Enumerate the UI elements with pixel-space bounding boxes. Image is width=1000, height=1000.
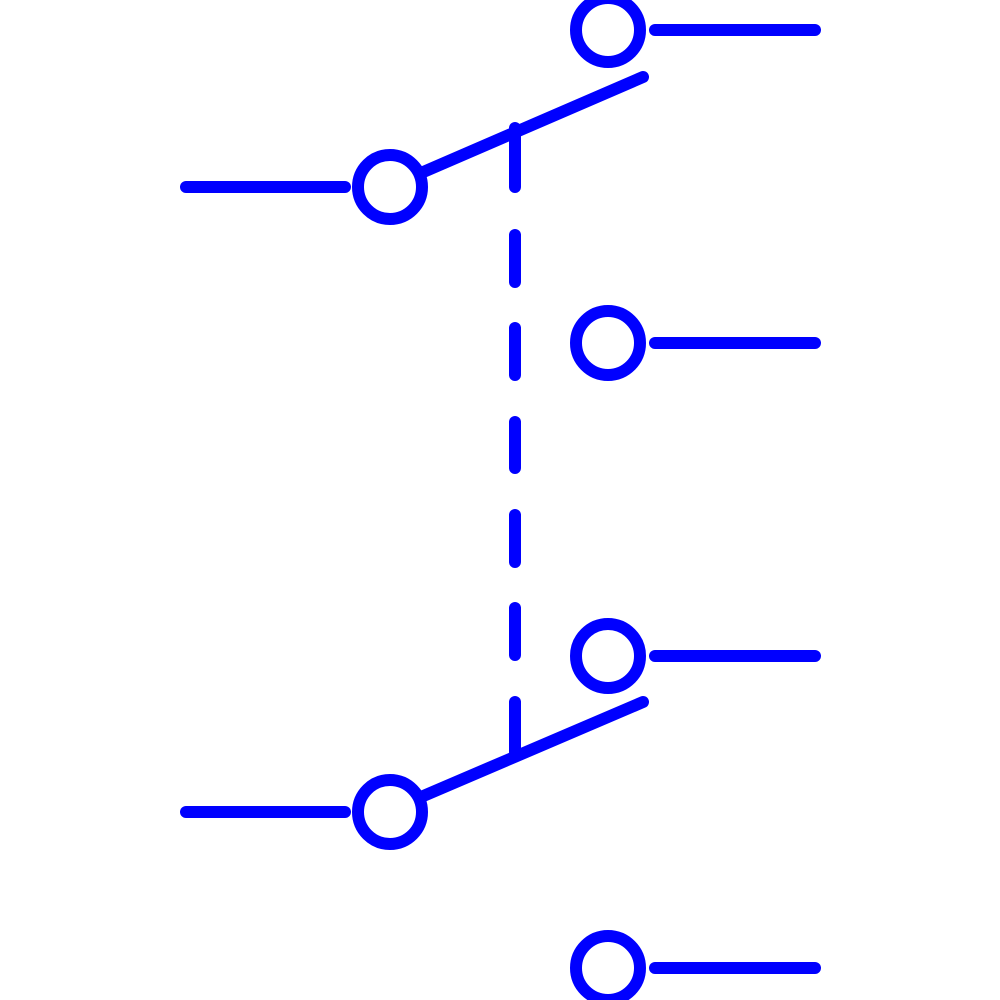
pole-2-throw-b-terminal [570,930,646,1000]
pole-1-common-terminal [352,149,428,225]
pole-1-switch-arm [415,71,649,179]
pole-2-common-terminal [352,774,428,850]
pole-2-switch-arm [415,696,649,803]
pole-1-throw-a-terminal [570,0,646,68]
pole-2-throw-a-terminal [570,618,646,694]
pole-1-throw-b-terminal [570,305,646,381]
